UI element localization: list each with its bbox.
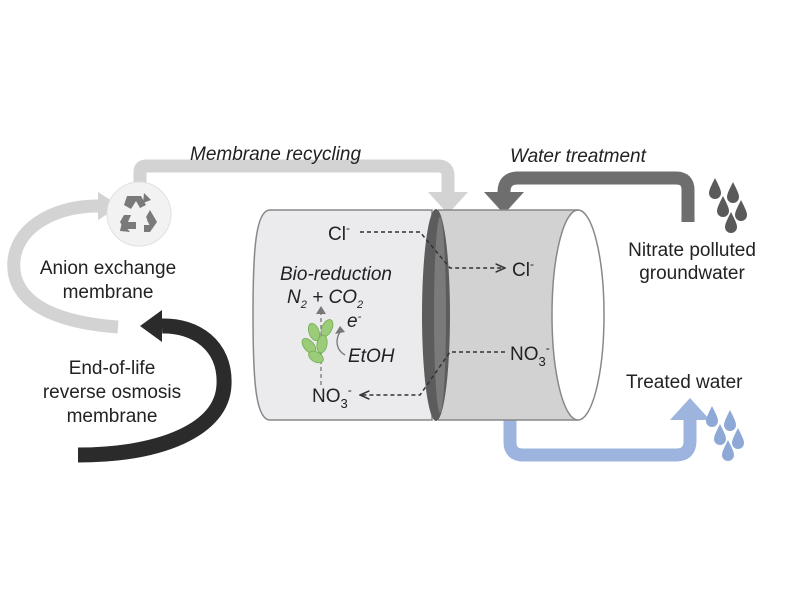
water-treatment-label: Water treatment: [510, 146, 647, 167]
cl-right-label: Cl-: [512, 257, 534, 281]
n2-co2-label: N2 + CO2: [287, 287, 363, 311]
electron-label: e-: [347, 311, 362, 332]
no3-left-label: NO3-: [312, 383, 352, 411]
treated-water-label: Treated water: [626, 372, 743, 393]
nitrate-label-line2: groundwater: [639, 263, 745, 284]
cl-left-label: Cl-: [328, 221, 350, 245]
bio-reduction-label: Bio-reduction: [280, 264, 392, 285]
membrane-cylinder: [252, 209, 605, 421]
membrane-recycling-label: Membrane recycling: [190, 144, 361, 165]
eol-label-line2: reverse osmosis: [43, 382, 181, 403]
end-of-life-arrow: [77, 310, 232, 463]
membrane-recycling-arrow: [133, 159, 468, 214]
etoh-label: EtOH: [348, 346, 395, 367]
eol-label-line1: End-of-life: [69, 358, 156, 379]
water-drops-icon: [709, 178, 747, 233]
ion-flow-lines: [360, 231, 505, 395]
cl-transfer-path: [360, 231, 505, 268]
anion-label-line1: Anion exchange: [40, 258, 176, 279]
treated-water-arrow: [503, 398, 710, 462]
no3-right-label: NO3-: [510, 341, 550, 369]
eol-label-line3: membrane: [67, 406, 158, 427]
water-drops-icon: [706, 406, 744, 461]
anion-label-line2: membrane: [63, 282, 154, 303]
water-treatment-arrow: [484, 171, 695, 222]
recycle-icon: [106, 181, 172, 247]
nitrate-label-line1: Nitrate polluted: [628, 240, 756, 261]
bacteria-icon: [301, 319, 334, 364]
